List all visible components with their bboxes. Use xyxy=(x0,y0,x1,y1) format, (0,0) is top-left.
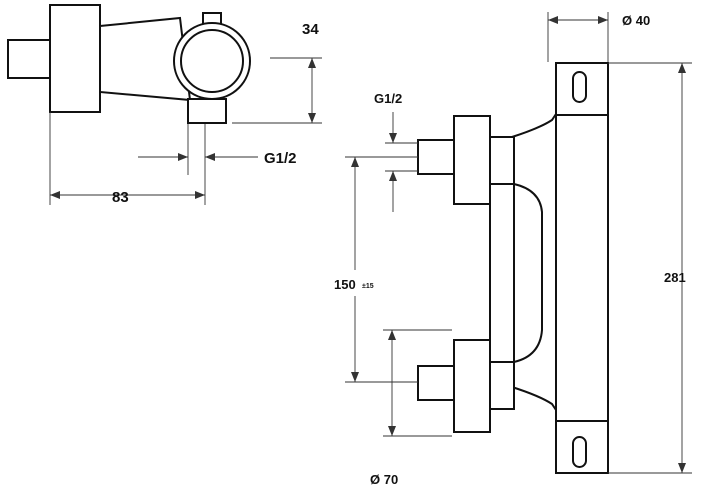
front-view xyxy=(417,62,609,474)
side-flange-block xyxy=(49,4,101,113)
front-upper-inlet-body xyxy=(453,115,491,205)
dim-side-depth: 83 xyxy=(49,112,205,206)
front-bottom-slot xyxy=(572,436,587,468)
side-height-label: 34 xyxy=(302,21,319,38)
front-thread-label: G1/2 xyxy=(374,91,402,106)
dim-front-total-height: 281 xyxy=(608,62,692,474)
dim-front-thread: G1/2 xyxy=(374,91,418,212)
side-view xyxy=(7,4,251,124)
side-pipe-stub xyxy=(7,39,51,79)
front-lower-inlet-collar xyxy=(489,361,515,410)
front-main-bar xyxy=(555,62,609,464)
front-upper-inlet-collar xyxy=(489,136,515,185)
front-bridge-pipe xyxy=(513,182,543,364)
front-body-diameter-label: Ø 70 xyxy=(370,472,398,487)
front-top-slot xyxy=(572,71,587,103)
front-inlet-spacing-label: 150 xyxy=(334,277,356,292)
front-lower-inlet-stub xyxy=(417,365,455,401)
side-cartridge-inner xyxy=(180,29,244,93)
dim-front-inlet-spacing: 150 ±15 xyxy=(334,156,418,383)
side-outlet-nozzle xyxy=(187,98,227,124)
dim-front-bar-diameter: Ø 40 xyxy=(547,12,650,62)
front-lower-inlet-body xyxy=(453,339,491,433)
front-upper-inlet-stub xyxy=(417,139,455,175)
dim-side-thread: G1/2 xyxy=(138,124,297,205)
dim-side-height: 34 xyxy=(232,21,322,124)
side-thread-label: G1/2 xyxy=(264,150,297,167)
front-inlet-spacing-tolerance: ±15 xyxy=(362,283,374,290)
side-depth-label: 83 xyxy=(112,189,129,206)
front-bar-diameter-label: Ø 40 xyxy=(622,13,650,28)
front-total-height-label: 281 xyxy=(664,270,686,285)
dim-front-body-diameter: Ø 70 xyxy=(370,329,452,487)
